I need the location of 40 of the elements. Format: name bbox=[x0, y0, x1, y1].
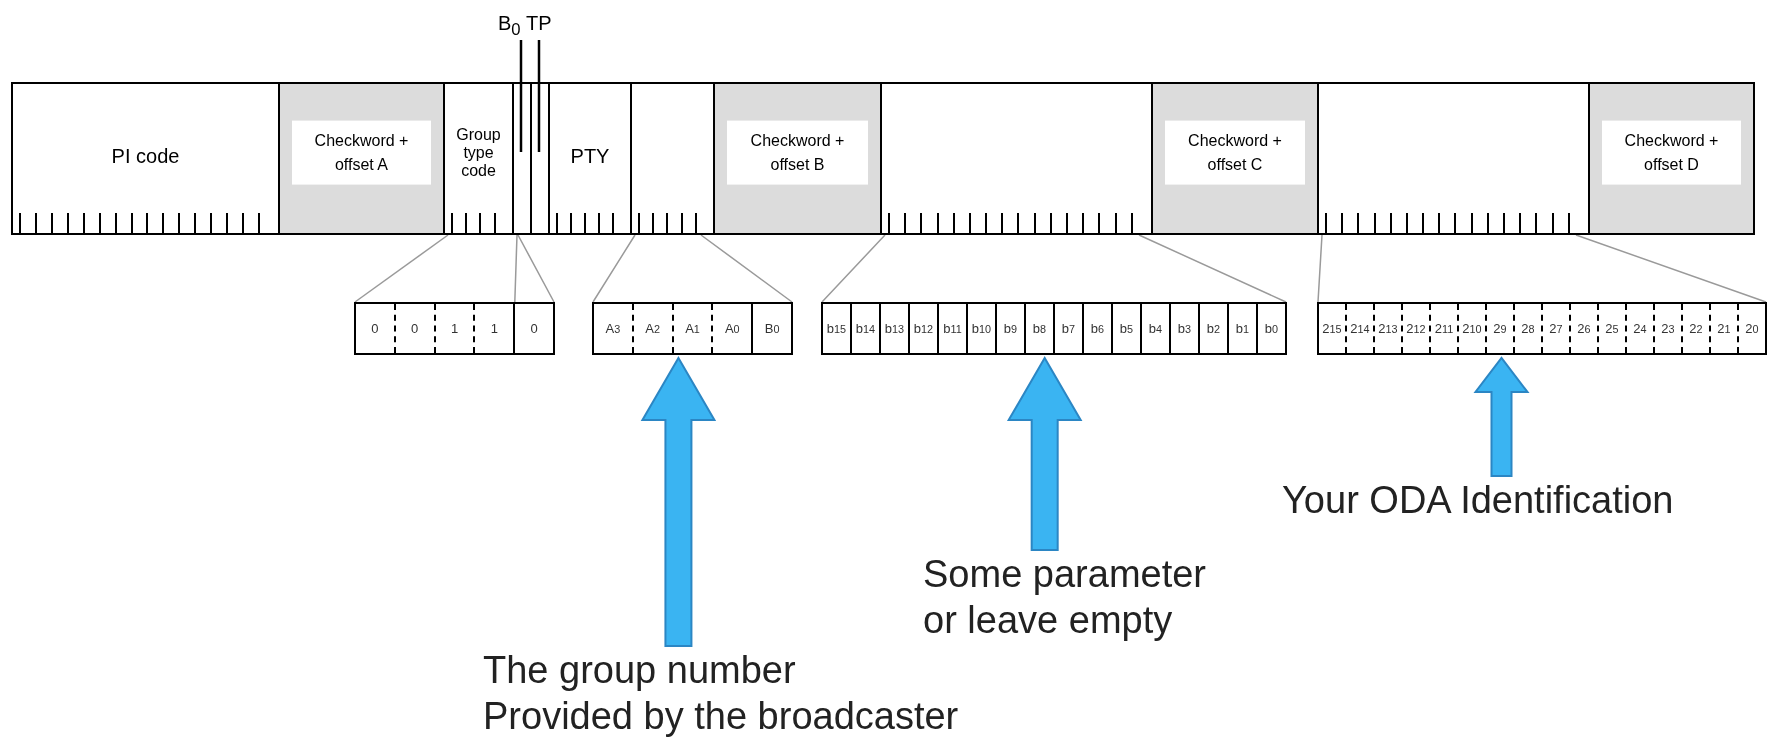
bit-cell-text: 0 bbox=[529, 320, 539, 338]
bit-cell: 0 bbox=[356, 304, 396, 353]
checkword-label: Checkword + offset C bbox=[1165, 120, 1305, 185]
annotation-text: Provided by the broadcaster bbox=[483, 693, 960, 739]
bit-field-box bbox=[1317, 302, 1767, 355]
field-segment bbox=[880, 82, 1153, 235]
bit-field-box bbox=[821, 302, 1287, 355]
checkword-label: Checkword + offset D bbox=[1602, 120, 1741, 185]
expansion-line bbox=[821, 234, 1287, 303]
annotation-text: Some parameter or leave empty bbox=[923, 552, 1207, 643]
checkword-label: Checkword + offset A bbox=[292, 120, 431, 185]
expansion-line bbox=[354, 234, 449, 303]
field-segment bbox=[1317, 82, 1590, 235]
field-segment bbox=[1151, 82, 1319, 235]
annotation-text: The group number bbox=[483, 648, 797, 693]
bit-label: TP bbox=[526, 12, 552, 35]
field-segment bbox=[278, 82, 445, 235]
field-segment bbox=[630, 82, 715, 235]
field-segment bbox=[1588, 82, 1755, 235]
bit-field-box bbox=[354, 302, 555, 355]
block-arrow bbox=[640, 356, 717, 647]
expansion-line bbox=[514, 234, 555, 303]
field-segment bbox=[713, 82, 882, 235]
checkword-label: Checkword + offset B bbox=[727, 120, 868, 185]
block-arrow bbox=[1006, 356, 1083, 551]
field-label: Group type code bbox=[455, 125, 502, 181]
annotation-text: Your ODA Identification bbox=[1282, 478, 1675, 523]
bit-cell: 1 bbox=[475, 304, 516, 353]
field-label: PTY bbox=[569, 144, 611, 168]
field-label: PI code bbox=[110, 144, 181, 168]
expansion-line bbox=[592, 234, 793, 303]
expansion-line bbox=[1317, 234, 1767, 303]
field-segment bbox=[443, 82, 514, 235]
bit-cell: 1 bbox=[435, 304, 476, 353]
field-segment bbox=[548, 82, 632, 235]
field-segment bbox=[11, 82, 280, 235]
block-arrow bbox=[1473, 356, 1530, 477]
bit-field-box bbox=[592, 302, 793, 355]
bit-cell: 0 bbox=[395, 304, 436, 353]
bit-label: B$_{0}$ bbox=[498, 12, 521, 40]
